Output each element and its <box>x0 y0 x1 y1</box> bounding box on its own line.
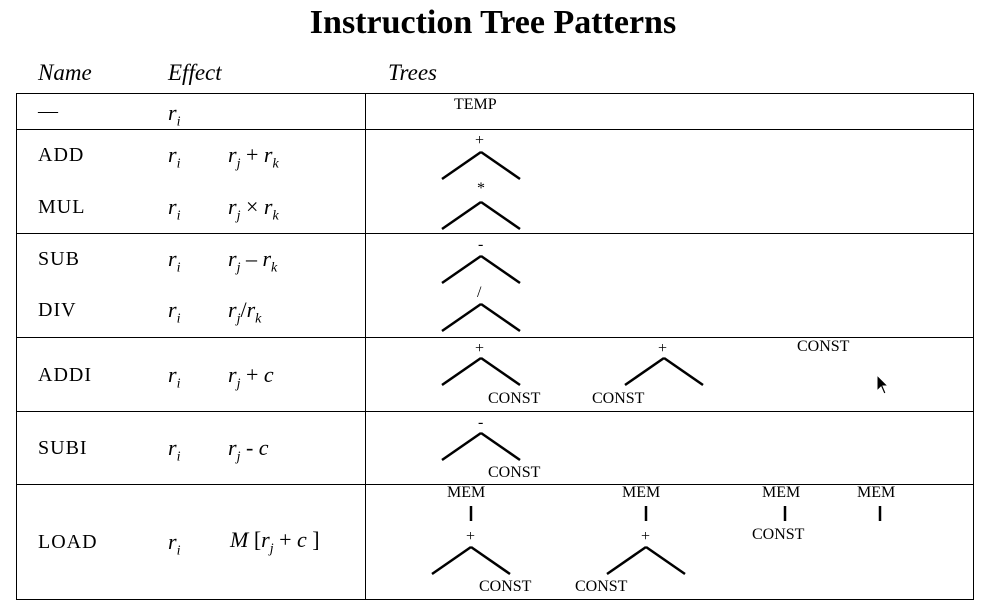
mouse-cursor-icon <box>876 374 890 395</box>
tree-edge <box>441 150 482 181</box>
tree-mem-load-1: MEM <box>447 484 486 501</box>
column-divider <box>365 93 366 600</box>
tree-const-subi: CONST <box>488 464 541 481</box>
tree-const-addi-2: CONST <box>592 390 645 407</box>
effect-sub-expr: rj – rk <box>228 246 278 276</box>
tree-mem-load-2: MEM <box>622 484 661 501</box>
row-name-load: LOAD <box>38 531 98 553</box>
page-title: Instruction Tree Patterns <box>309 4 677 41</box>
tree-edge <box>441 356 482 387</box>
tree-mem-load-4: MEM <box>857 484 896 501</box>
effect-div-expr: rj/rk <box>228 297 262 327</box>
tree-edge <box>470 545 511 576</box>
row-name-subi: SUBI <box>38 437 88 459</box>
header-name: Name <box>38 60 92 85</box>
row-name-div: DIV <box>38 299 77 321</box>
row-name-addi: ADDI <box>38 364 92 386</box>
tree-edge <box>480 302 521 333</box>
tree-const-load-1: CONST <box>479 578 532 595</box>
row-divider <box>16 337 974 338</box>
effect-mul-dest: ri <box>168 194 181 224</box>
tree-edge <box>606 545 647 576</box>
effect-add-dest: ri <box>168 142 181 172</box>
row-divider <box>16 129 974 130</box>
tree-edge <box>480 150 521 181</box>
row-name-mul: MUL <box>38 196 86 218</box>
tree-edge <box>645 545 686 576</box>
effect-addi-dest: ri <box>168 362 181 392</box>
header-effect: Effect <box>168 60 222 85</box>
row-name-temp: — <box>38 100 59 122</box>
tree-edge <box>480 254 521 285</box>
tree-op-div: / <box>477 284 482 301</box>
effect-addi-expr: rj + c <box>228 362 274 392</box>
row-name-add: ADD <box>38 144 85 166</box>
row-divider <box>16 484 974 485</box>
effect-add-expr: rj + rk <box>228 142 279 172</box>
tree-const-addi-1: CONST <box>488 390 541 407</box>
tree-const-load-3: CONST <box>752 526 805 543</box>
tree-edge <box>480 431 521 462</box>
tree-op-addi-2: + <box>658 340 668 357</box>
effect-sub-dest: ri <box>168 246 181 276</box>
tree-edge <box>624 356 665 387</box>
tree-edge <box>663 356 704 387</box>
tree-op-sub: - <box>478 236 484 253</box>
tree-op-add: + <box>475 132 485 149</box>
tree-edge <box>480 356 521 387</box>
tree-op-load-1: + <box>466 528 476 545</box>
effect-load-dest: ri <box>168 529 181 559</box>
tree-const-addi-3: CONST <box>797 338 850 355</box>
row-divider <box>16 411 974 412</box>
tree-edge <box>441 431 482 462</box>
tree-edge <box>441 254 482 285</box>
effect-subi-expr: rj - c <box>228 435 269 465</box>
row-name-sub: SUB <box>38 248 80 270</box>
tree-edge <box>480 200 521 231</box>
pattern-table <box>16 93 974 600</box>
tree-op-subi: - <box>478 414 484 431</box>
effect-temp: ri <box>168 100 181 130</box>
tree-mem-load-3: MEM <box>762 484 801 501</box>
tree-op-mul: * <box>477 180 485 197</box>
row-divider <box>16 233 974 234</box>
effect-subi-dest: ri <box>168 435 181 465</box>
tree-edge <box>441 200 482 231</box>
tree-op-load-2: + <box>641 528 651 545</box>
tree-const-load-2: CONST <box>575 578 628 595</box>
tree-edge <box>441 302 482 333</box>
tree-label-temp: TEMP <box>454 96 497 113</box>
tree-op-addi-1: + <box>475 340 485 357</box>
effect-div-dest: ri <box>168 297 181 327</box>
effect-mul-expr: rj × rk <box>228 194 279 224</box>
effect-load-expr: M [rj + c ] <box>230 527 320 557</box>
tree-edge <box>431 545 472 576</box>
header-trees: Trees <box>388 60 437 85</box>
